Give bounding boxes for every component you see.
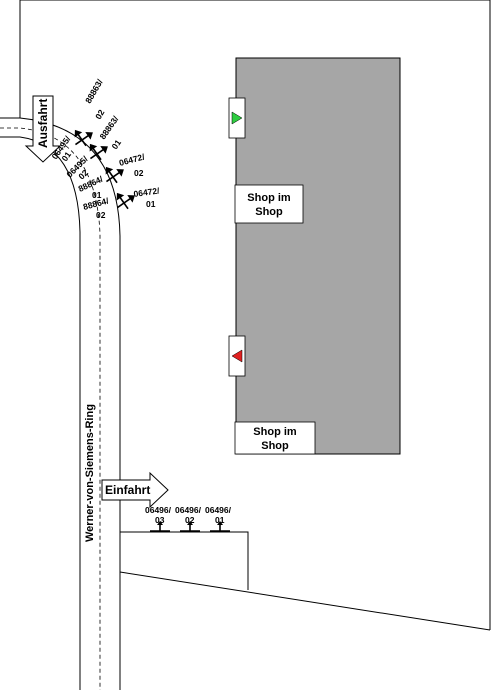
- building: [235, 57, 401, 455]
- shop-bottom-line2: Shop: [261, 440, 289, 452]
- road-edge-west: [0, 136, 81, 690]
- svg-text:06496/: 06496/: [145, 505, 172, 515]
- sensor-88864-02: 88864/ 02: [82, 195, 110, 220]
- svg-text:02: 02: [96, 210, 106, 220]
- svg-text:02: 02: [134, 168, 144, 178]
- svg-text:01: 01: [109, 137, 123, 151]
- sensor-06472-01: 06472/ 01: [133, 185, 161, 209]
- svg-text:06496/: 06496/: [205, 505, 232, 515]
- shop-bottom-line1: Shop im: [253, 426, 297, 438]
- svg-text:06472/: 06472/: [133, 185, 161, 199]
- sensor-06496-02: 06496/ 02: [175, 505, 202, 532]
- sensor-06496-03: 06496/ 03: [145, 505, 172, 532]
- road-centerline: [0, 127, 101, 690]
- svg-text:01: 01: [215, 515, 225, 525]
- svg-text:06472/: 06472/: [118, 151, 146, 168]
- property-boundary: [19, 0, 491, 630]
- property-boundary-south: [119, 571, 491, 631]
- exit-arrow: Ausfahrt: [24, 95, 62, 163]
- shop-top-line1: Shop im: [247, 192, 291, 204]
- sensor-06496-01: 06496/ 01: [205, 505, 232, 532]
- svg-text:88863/: 88863/: [83, 77, 105, 105]
- shop-box-top: [234, 184, 304, 224]
- svg-text:03: 03: [155, 515, 165, 525]
- entry-arrow: Einfahrt: [101, 471, 169, 509]
- svg-text:01: 01: [146, 199, 156, 209]
- shop-top-line2: Shop: [255, 206, 283, 218]
- svg-text:06496/: 06496/: [175, 505, 202, 515]
- entry-arrow-label: Einfahrt: [105, 483, 150, 497]
- svg-text:02: 02: [185, 515, 195, 525]
- svg-text:01: 01: [92, 190, 102, 200]
- sensor-88863-02: 88863/ 02: [83, 77, 107, 121]
- triangle-left-icon: [231, 349, 243, 363]
- exit-arrow-label: Ausfahrt: [36, 99, 50, 148]
- exit-sensor-symbols: [74, 129, 135, 210]
- parking-area-outline: [120, 531, 249, 590]
- shop-box-bottom: [234, 421, 316, 455]
- triangle-right-icon: [231, 111, 243, 125]
- road-name-label: Werner-von-Siemens-Ring: [84, 404, 96, 542]
- svg-text:02: 02: [93, 108, 107, 121]
